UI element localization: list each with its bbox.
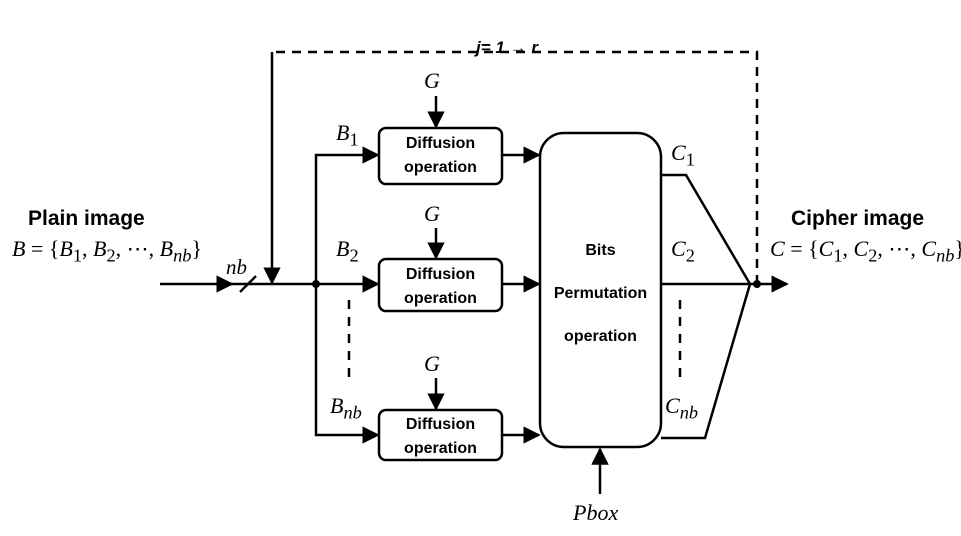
loop-label: j= 1 → r (476, 38, 538, 58)
permutation-box (538, 131, 663, 449)
nb-label: nb (226, 255, 247, 279)
output-merge-top (661, 173, 752, 285)
g-label-nb: G (424, 351, 440, 376)
g-label-1: G (424, 68, 440, 93)
output-label-nb: Cnb (665, 393, 699, 423)
loop-start: = 1 (480, 38, 505, 57)
branch-nb-line (314, 284, 380, 444)
g-label-2: G (424, 201, 440, 226)
branch-label-nb: Bnb (330, 393, 362, 423)
loop-var: j (476, 38, 481, 57)
diffusion-text-nb: Diffusion operation (404, 416, 477, 457)
cipher-image-title: Cipher image (791, 207, 925, 230)
nb-slash (239, 275, 257, 293)
loop-end: r (531, 38, 538, 57)
pbox-label: Pbox (573, 500, 619, 525)
loop-arrow: → (509, 38, 527, 57)
branch-1-line (314, 146, 380, 284)
diffusion-text-1: Diffusion operation (404, 135, 477, 176)
branch-label-1: B1 (336, 120, 359, 150)
cipher-image-equation: C = {C1, C2, ⋯, Cnb} (770, 236, 961, 266)
plain-image-equation: B = {B1, B2, ⋯, Bnb} (12, 236, 203, 266)
feedback-loop-line (272, 50, 759, 284)
permutation-text: Bits Permutation operation (553, 242, 648, 345)
diffusion-text-2: Diffusion operation (404, 266, 477, 307)
branch-label-2: B2 (336, 236, 359, 266)
output-merge-bottom (661, 283, 752, 440)
output-label-1: C1 (671, 140, 695, 170)
output-label-2: C2 (671, 236, 695, 266)
plain-image-title: Plain image (28, 207, 145, 230)
